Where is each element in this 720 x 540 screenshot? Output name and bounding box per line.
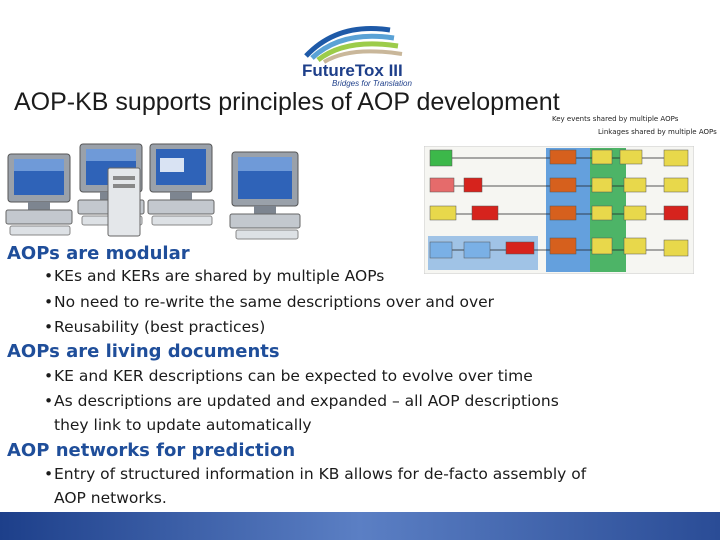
- annotation-linkages: Linkages shared by multiple AOPs: [598, 128, 717, 136]
- page-title: AOP-KB supports principles of AOP develo…: [14, 88, 560, 116]
- section-heading: AOPs are living documents: [7, 341, 280, 362]
- computer-icon: [147, 143, 215, 226]
- computer-network-illustration: [5, 143, 301, 240]
- section-heading: AOPs are modular: [7, 243, 190, 264]
- bullet-item: •No need to re-write the same descriptio…: [44, 293, 495, 311]
- bullet-item: •Reusability (best practices): [44, 318, 266, 336]
- bullet-item: •Entry of structured information in KB a…: [44, 465, 587, 483]
- footer-bar: [0, 512, 720, 540]
- section-heading: AOP networks for prediction: [7, 440, 296, 461]
- svg-text:Bridges for Translation: Bridges for Translation: [332, 79, 412, 88]
- bullet-continuation: they link to update automatically: [54, 416, 312, 434]
- svg-text:FutureTox III: FutureTox III: [302, 61, 403, 80]
- computer-icon: [229, 151, 301, 240]
- bullet-item: •KEs and KERs are shared by multiple AOP…: [44, 267, 385, 285]
- server-tower-icon: [107, 167, 141, 237]
- futuretox-logo: FutureTox III Bridges for Translation: [302, 25, 412, 88]
- bullet-item: •KE and KER descriptions can be expected…: [44, 367, 533, 385]
- bullet-continuation: AOP networks.: [54, 489, 167, 507]
- computer-icon: [5, 153, 73, 236]
- annotation-key-events: Key events shared by multiple AOPs: [552, 115, 679, 123]
- bullet-item: •As descriptions are updated and expande…: [44, 392, 559, 410]
- aop-network-diagram: [424, 146, 694, 274]
